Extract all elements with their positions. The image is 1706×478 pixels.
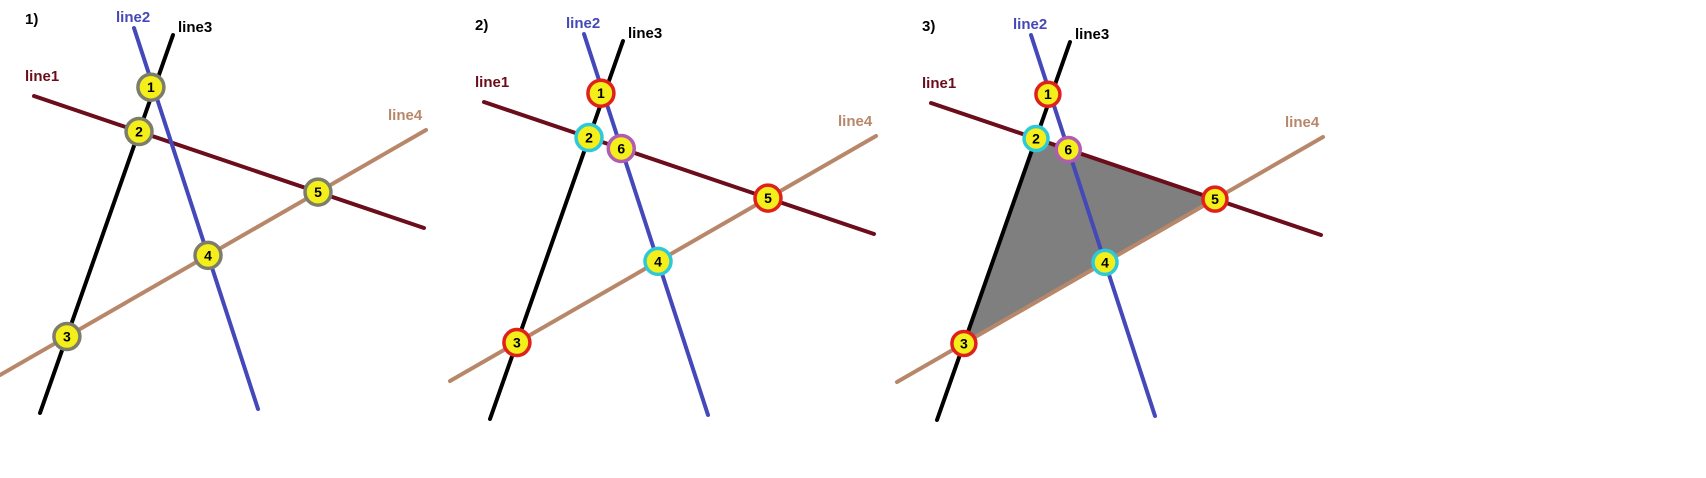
point-number: 5 <box>764 190 772 206</box>
intersection-point-4: 4 <box>1091 248 1119 277</box>
point-marker <box>574 122 604 153</box>
line1-label: line1 <box>25 68 59 85</box>
intersection-point-4: 4 <box>643 246 673 277</box>
line1-label: line1 <box>922 75 956 92</box>
line1-stroke <box>32 94 426 230</box>
point-number: 3 <box>63 329 71 345</box>
line3-label: line3 <box>628 25 662 42</box>
line1-stroke <box>482 100 876 236</box>
intersection-point-4: 4 <box>193 240 223 271</box>
point-number: 3 <box>513 335 521 351</box>
line2-label: line2 <box>1013 16 1047 33</box>
intersection-point-2: 2 <box>1022 124 1050 153</box>
intersection-point-3: 3 <box>502 327 532 358</box>
point-number: 1 <box>597 85 605 101</box>
point-marker <box>1054 135 1083 164</box>
intersection-point-5: 5 <box>753 183 783 213</box>
point-marker <box>52 321 82 352</box>
point-marker <box>1201 185 1229 213</box>
line4-label: line4 <box>1285 114 1320 131</box>
intersection-point-3: 3 <box>52 321 82 352</box>
point-number: 4 <box>204 247 212 263</box>
line3-label: line3 <box>178 19 212 36</box>
panel-3: line1 line2 line3 line4 3) 1 2 3 4 5 6 <box>895 16 1325 422</box>
point-marker <box>1091 248 1119 277</box>
line2-label: line2 <box>566 15 600 32</box>
intersection-point-1: 1 <box>1034 80 1062 108</box>
intersection-point-6: 6 <box>606 133 637 164</box>
point-marker <box>950 329 978 358</box>
point-marker <box>1034 80 1062 108</box>
point-marker <box>753 183 783 213</box>
point-marker <box>643 246 673 277</box>
intersection-point-2: 2 <box>124 116 154 147</box>
intersection-point-5: 5 <box>1201 185 1229 213</box>
point-number: 2 <box>585 130 593 146</box>
point-number: 2 <box>135 124 143 140</box>
line1-stroke <box>929 101 1323 237</box>
intersection-point-1: 1 <box>136 72 166 102</box>
line1-label: line1 <box>475 74 509 91</box>
panel-1: line1 line2 line3 line4 1) 1 2 3 4 5 <box>0 9 428 415</box>
panel-number-label: 3) <box>922 18 935 35</box>
line4-label: line4 <box>388 107 423 124</box>
point-number: 4 <box>1101 254 1109 270</box>
point-number: 6 <box>1064 141 1072 157</box>
point-number: 6 <box>617 140 625 156</box>
point-marker <box>136 72 166 102</box>
point-number: 5 <box>314 184 322 200</box>
intersection-point-2: 2 <box>574 122 604 153</box>
point-marker <box>502 327 532 358</box>
panel-2: line1 line2 line3 line4 2) 1 2 3 4 5 6 <box>448 15 878 421</box>
point-number: 1 <box>1044 86 1052 102</box>
point-number: 2 <box>1032 131 1040 147</box>
shaded-triangle <box>963 138 1215 344</box>
line2-label: line2 <box>116 9 150 26</box>
intersection-point-1: 1 <box>586 78 616 108</box>
panel-number-label: 2) <box>475 17 488 34</box>
panel-number-label: 1) <box>25 11 38 28</box>
point-number: 4 <box>654 253 662 269</box>
intersection-point-3: 3 <box>950 329 978 358</box>
point-marker <box>606 133 637 164</box>
point-number: 3 <box>960 336 968 352</box>
intersection-point-6: 6 <box>1054 135 1083 164</box>
intersection-point-5: 5 <box>303 177 333 207</box>
point-marker <box>586 78 616 108</box>
point-marker <box>193 240 223 271</box>
point-marker <box>1022 124 1050 153</box>
point-number: 5 <box>1211 191 1219 207</box>
point-marker <box>124 116 154 147</box>
line4-label: line4 <box>838 113 873 130</box>
point-marker <box>303 177 333 207</box>
line3-label: line3 <box>1075 26 1109 43</box>
point-number: 1 <box>147 79 155 95</box>
